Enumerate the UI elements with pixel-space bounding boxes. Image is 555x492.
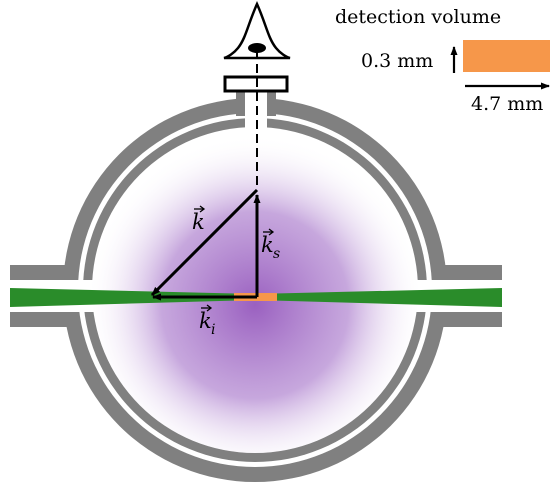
k-i-label: k i — [199, 304, 215, 338]
top-port-left-wall — [236, 88, 245, 116]
left-port-upper-wall — [10, 265, 72, 280]
k-vector — [150, 188, 259, 297]
k-symbol: k — [192, 210, 205, 234]
k-s-subscript: s — [273, 246, 280, 262]
k-i-subscript: i — [211, 322, 215, 338]
right-port-upper-wall — [438, 265, 502, 280]
legend-title: detection volume — [335, 6, 501, 28]
height-label: 0.3 mm — [361, 50, 433, 72]
left-port-lower-wall — [10, 312, 72, 327]
top-port-right-wall — [267, 88, 276, 116]
k-s-symbol: k — [261, 233, 274, 257]
right-port-lower-wall — [438, 312, 502, 327]
width-label: 4.7 mm — [471, 93, 543, 115]
k-label: k — [192, 205, 206, 234]
atom-cloud — [92, 127, 418, 453]
detection-volume-legend: detection volume 0.3 mm 4.7 mm — [335, 6, 550, 115]
legend-swatch — [463, 40, 550, 72]
eye-detector-icon — [223, 0, 291, 60]
k-s-label: k s — [261, 228, 280, 262]
k-i-symbol: k — [199, 309, 212, 333]
